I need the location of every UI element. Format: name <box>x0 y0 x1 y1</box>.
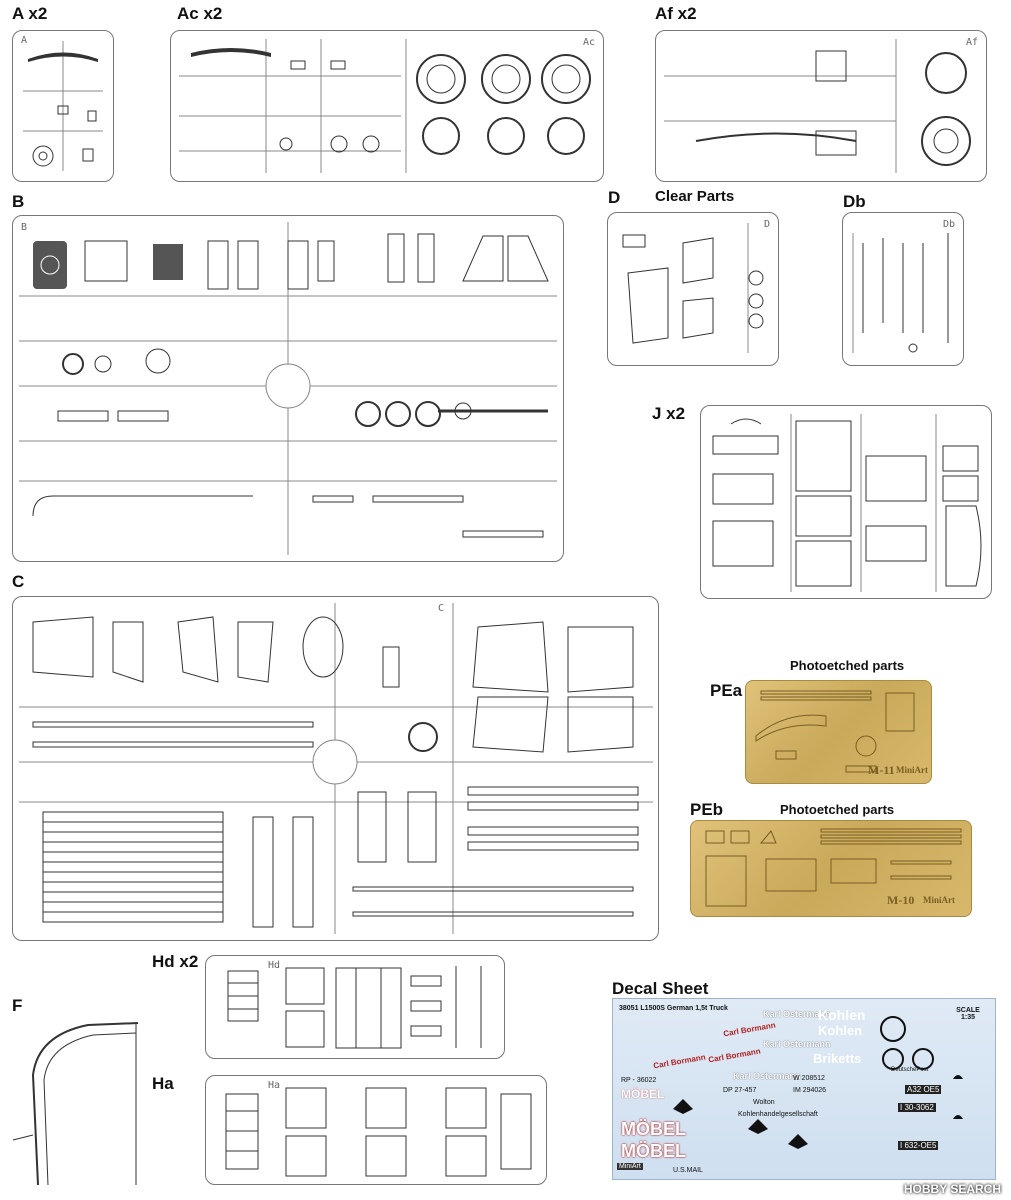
decal-kohlen-2: Kohlen <box>818 1023 863 1038</box>
sprue-ac: Ac <box>170 30 604 182</box>
sprue-ha-code: Ha <box>268 1080 281 1091</box>
sprue-d-drawing <box>622 223 764 353</box>
peb-drawing <box>705 828 962 907</box>
decal-kohlen-1: Kohlen <box>818 1007 866 1023</box>
decal-carl-1: Carl Bormann <box>722 1020 777 1039</box>
sprue-j <box>700 405 992 599</box>
sprue-d-title: D <box>608 188 621 207</box>
sprue-af-title: Af x2 <box>655 4 697 23</box>
pea-title: PEa <box>710 681 743 700</box>
sprue-ha-title: Ha <box>152 1074 174 1093</box>
decal-rp: RP - 36022 <box>621 1077 657 1084</box>
sprue-c-drawing <box>19 603 653 934</box>
sprue-af: Af <box>655 30 987 182</box>
sprue-j-title: J x2 <box>652 404 686 423</box>
peb-caption: Photoetched parts <box>780 802 895 817</box>
sprue-af-code: Af <box>965 37 978 48</box>
part-f-drawing <box>12 1022 139 1186</box>
decal-dp: DP 27-457 <box>723 1087 757 1094</box>
decal-karl-2: Karl Ostermann <box>763 1039 831 1049</box>
sprue-db: Db <box>842 212 964 366</box>
decal-usmail: U.S.MAIL <box>673 1167 703 1174</box>
decal-deutschepost: DeutschePost <box>891 1067 929 1073</box>
sprue-d-code: D <box>763 219 770 230</box>
pea-caption: Photoetched parts <box>790 658 905 673</box>
sprue-hd-drawing <box>227 966 482 1049</box>
decal-im: IM 294026 <box>793 1087 827 1094</box>
decal-karl-3: Karl Ostermann <box>733 1071 801 1081</box>
peb-title: PEb <box>690 800 724 819</box>
pea-mark: M-11 <box>868 763 895 777</box>
sprue-c-title: C <box>12 572 25 591</box>
watermark: HOBBY SEARCH <box>903 1182 1001 1196</box>
decal-sheet: 38051 L1500S German 1,5t Truck Karl Oste… <box>612 998 996 1180</box>
sprue-d: D <box>607 212 779 366</box>
decal-mobel-2: MÖBEL <box>621 1119 686 1139</box>
sprue-b-title: B <box>12 192 25 211</box>
decal-brand: MiniArt <box>617 1163 643 1170</box>
sprue-j-drawing <box>712 414 982 592</box>
sprue-ac-drawing <box>179 39 591 173</box>
sprue-a-drawing <box>23 41 103 171</box>
pea-brand: MiniArt <box>896 765 928 775</box>
decal-plate-3: I 632-OE5 <box>898 1141 939 1150</box>
sprue-ac-code: Ac <box>582 37 595 48</box>
decal-carl-3: Carl Bormann <box>707 1046 762 1065</box>
decal-briketts: Briketts <box>813 1051 862 1066</box>
sprue-a-code: A <box>21 35 28 46</box>
sprue-af-drawing <box>664 39 971 173</box>
sprue-hd-title: Hd x2 <box>152 952 199 971</box>
sprue-db-drawing <box>852 233 949 353</box>
decal-sheet-title: Decal Sheet <box>612 979 709 998</box>
peb-brand: MiniArt <box>923 895 955 905</box>
decal-wolton: Wolton <box>753 1099 775 1106</box>
decal-plate-1: A32 OE5 <box>905 1085 942 1094</box>
sprue-db-title: Db <box>843 192 866 211</box>
sprue-ha-drawing <box>225 1087 532 1177</box>
sprue-f-title: F <box>12 996 23 1015</box>
decal-w: W 208512 <box>793 1075 825 1082</box>
sprue-a-title: A x2 <box>12 4 48 23</box>
sprue-c-code: C <box>438 603 445 614</box>
decal-kohlenhandel: Kohlenhandelgesellschaft <box>738 1111 818 1118</box>
photoetch-peb: M-10 MiniArt <box>690 820 972 917</box>
photoetch-pea: M-11 MiniArt <box>745 680 932 784</box>
clear-parts-title: Clear Parts <box>655 188 735 205</box>
decal-plate-2: I 30-3062 <box>898 1103 936 1112</box>
sprue-a: A <box>12 30 114 182</box>
sprue-ha: Ha <box>205 1075 547 1185</box>
part-f-cab <box>8 1015 148 1186</box>
sprue-b: B <box>12 215 564 562</box>
sprue-c: C <box>12 596 659 941</box>
sprue-ac-title: Ac x2 <box>177 4 223 23</box>
decal-mobel-1: MÖBEL <box>621 1087 665 1101</box>
sprue-hd-code: Hd <box>268 960 281 971</box>
decal-carl-2: Carl Bormann <box>652 1052 707 1071</box>
sprue-db-code: Db <box>942 219 955 230</box>
sprue-hd: Hd <box>205 955 505 1059</box>
sprue-b-drawing <box>19 222 557 555</box>
pea-drawing <box>755 690 915 773</box>
peb-mark: M-10 <box>887 893 915 907</box>
sprue-b-code: B <box>21 222 28 233</box>
decal-karl-1: Karl Ostermann <box>763 1009 831 1019</box>
decal-scale: SCALE 1:35 <box>956 1007 980 1021</box>
decal-mobel-3: MÖBEL <box>621 1141 686 1161</box>
decal-header: 38051 L1500S German 1,5t Truck <box>619 1005 728 1012</box>
